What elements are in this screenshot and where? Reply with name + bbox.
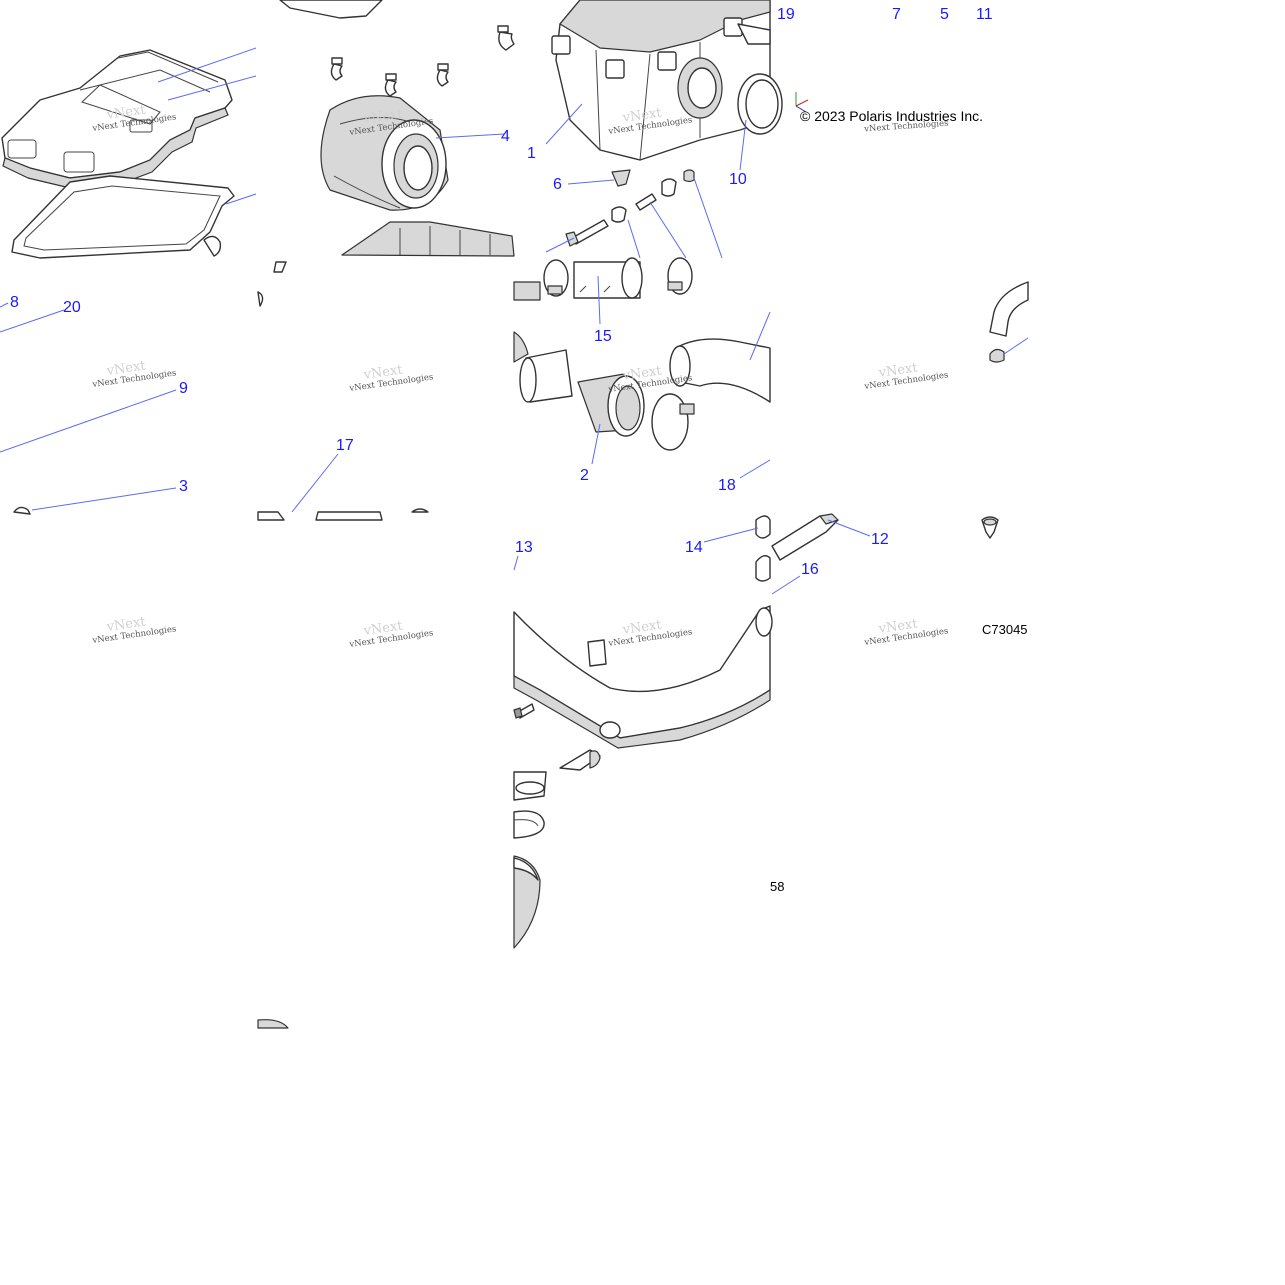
silencer-assembly-part	[513, 771, 547, 949]
callout-14[interactable]: 14	[685, 539, 703, 556]
breather-hose-part	[989, 281, 1029, 363]
drawing-code: C73045	[982, 622, 1028, 637]
callout-18[interactable]: 18	[718, 477, 736, 494]
callout-19[interactable]: 19	[777, 6, 795, 23]
callout-1[interactable]: 1	[527, 145, 536, 162]
watermark-logo: vNext	[105, 358, 147, 379]
mounting-clips-part	[330, 25, 515, 97]
callout-15[interactable]: 15	[594, 328, 612, 345]
leader-lines-tile-row3	[513, 519, 871, 595]
callout-9[interactable]: 9	[179, 380, 188, 397]
watermark-logo: vNext	[621, 105, 663, 126]
callout-5[interactable]: 5	[940, 6, 949, 23]
copyright-notice: © 2023 Polaris Industries Inc.	[800, 108, 983, 124]
watermark-logo: vNext	[621, 617, 663, 638]
callout-4[interactable]: 4	[501, 128, 510, 145]
callout-labels: 19 7 5 11 4 1 6 10 8 20 15 9 17 2 18 3 1…	[10, 6, 993, 578]
callout-13[interactable]: 13	[515, 539, 533, 556]
crossover-tube-part	[513, 605, 773, 749]
callout-8[interactable]: 8	[10, 294, 19, 311]
watermark-logo: vNext	[877, 360, 919, 381]
leader-lines-tile-b	[435, 133, 505, 139]
callout-2[interactable]: 2	[580, 467, 589, 484]
grommet-part	[981, 516, 999, 539]
watermark-logo: vNext	[105, 102, 147, 123]
tile-fragment-label: 58	[770, 879, 784, 894]
breather-tube-part	[771, 513, 839, 561]
lower-airbox-part	[341, 221, 515, 257]
watermark-logo: vNext	[362, 618, 404, 639]
callout-6[interactable]: 6	[553, 176, 562, 193]
air-filter-part	[320, 95, 449, 211]
callout-16[interactable]: 16	[801, 561, 819, 578]
callout-7[interactable]: 7	[892, 6, 901, 23]
watermark-logo: vNext	[362, 362, 404, 383]
coordinate-axis-icon	[795, 92, 809, 113]
watermarks: vNext vNext Technologies vNext vNext Tec…	[91, 102, 949, 650]
leader-lines-tile-c	[545, 103, 747, 259]
callout-12[interactable]: 12	[871, 531, 889, 548]
watermark-logo: vNext	[877, 616, 919, 637]
small-bolt-part	[513, 703, 535, 719]
coupler-hose-part	[513, 331, 695, 451]
watermark-logo: vNext	[621, 363, 663, 384]
callout-11[interactable]: 11	[976, 6, 993, 23]
callout-17[interactable]: 17	[336, 437, 354, 454]
clamp-fragments-part	[13, 506, 429, 521]
ring-clamp-part	[755, 515, 771, 582]
clamp-edge-part	[257, 261, 287, 307]
intake-duct-part	[669, 338, 771, 403]
leader-lines-tile-a	[157, 47, 257, 205]
airbox-gasket-part	[11, 175, 235, 259]
watermark-logo: vNext	[105, 614, 147, 635]
callout-20[interactable]: 20	[63, 299, 81, 316]
airbox-housing-part	[551, 0, 771, 161]
callout-10[interactable]: 10	[729, 171, 747, 188]
drain-valve-part	[559, 749, 601, 771]
watermark-logo: vNext	[362, 106, 404, 127]
gasket-ring-part	[737, 73, 783, 135]
leader-lines-tile-row2	[0, 275, 1029, 513]
corner-cap-part	[257, 1019, 289, 1029]
airbox-rim-top-part	[279, 0, 383, 19]
hose-clamps-part	[513, 257, 693, 301]
callout-3[interactable]: 3	[179, 478, 188, 495]
fastener-hardware-part	[565, 169, 695, 247]
